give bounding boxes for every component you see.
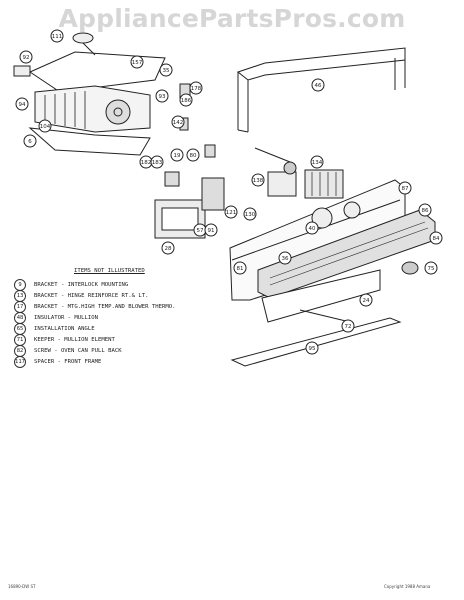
svg-text:130: 130 [245, 212, 256, 218]
svg-text:19: 19 [174, 153, 181, 159]
relay-part [201, 177, 225, 211]
callout-183: 183 [150, 155, 164, 169]
svg-text:104: 104 [40, 124, 51, 130]
svg-text:183: 183 [152, 160, 163, 166]
callout-121: 121 [224, 205, 238, 219]
svg-text:94: 94 [19, 102, 26, 108]
footer-right-text: Copyright 1988 Amana [384, 584, 431, 589]
svg-text:91: 91 [208, 228, 215, 234]
svg-text:93: 93 [159, 94, 166, 100]
knob-part [72, 32, 94, 44]
terminal-block [304, 169, 344, 199]
svg-text:84: 84 [433, 236, 440, 242]
callout-111: 111 [50, 29, 64, 43]
svg-text:28: 28 [165, 246, 172, 252]
bottom-bar [230, 317, 402, 367]
blower-wheel [105, 99, 131, 125]
callout-134: 134 [310, 155, 324, 169]
svg-text:35: 35 [163, 68, 170, 74]
svg-text:24: 24 [363, 298, 370, 304]
callout-46: 46 [311, 78, 325, 92]
svg-text:157: 157 [132, 60, 143, 66]
callout-57: 57 [193, 223, 207, 237]
svg-text:46: 46 [315, 83, 322, 89]
small-switch [164, 171, 180, 187]
svg-text:36: 36 [282, 256, 289, 262]
svg-text:142: 142 [173, 120, 184, 126]
callout-28: 28 [161, 241, 175, 255]
callout-92: 92 [19, 50, 33, 64]
callout-19: 19 [170, 148, 184, 162]
callout-40: 40 [305, 221, 319, 235]
callout-84: 84 [429, 231, 443, 245]
svg-text:178: 178 [191, 86, 202, 92]
callout-75: 75 [424, 261, 438, 275]
callout-91: 91 [204, 223, 218, 237]
svg-text:40: 40 [309, 226, 316, 232]
watermark-text: AppliancePartsPros.com [58, 4, 406, 33]
svg-text:86: 86 [422, 208, 429, 214]
thermostat [267, 171, 297, 197]
callout-6: 6 [23, 134, 37, 148]
list-heading: ITEMS NOT ILLUSTRATED [74, 268, 145, 274]
svg-text:182: 182 [141, 160, 152, 166]
svg-text:138: 138 [253, 178, 264, 184]
callout-86: 86 [418, 203, 432, 217]
callout-104: 104 [38, 119, 52, 133]
callout-186: 186 [179, 93, 193, 107]
svg-text:186: 186 [181, 98, 192, 104]
lower-panel [261, 269, 381, 323]
callout-94: 94 [15, 97, 29, 111]
svg-text:81: 81 [237, 266, 244, 272]
footer-left-text: 16890-DW ST [8, 584, 36, 589]
callout-36: 36 [278, 251, 292, 265]
svg-text:87: 87 [402, 186, 409, 192]
callout-35: 35 [159, 63, 173, 77]
callout-95: 95 [305, 341, 319, 355]
svg-text:95: 95 [309, 346, 316, 352]
svg-text:57: 57 [197, 228, 204, 234]
panel-dial [311, 207, 333, 229]
callout-157: 157 [130, 55, 144, 69]
svg-text:121: 121 [226, 210, 237, 216]
callout-72: 72 [341, 319, 355, 333]
svg-text:134: 134 [312, 160, 323, 166]
svg-text:80: 80 [190, 153, 197, 159]
callout-81: 81 [233, 261, 247, 275]
support-bar [236, 47, 406, 81]
svg-text:72: 72 [345, 324, 352, 330]
callout-80: 80 [186, 148, 200, 162]
callout-87: 87 [398, 181, 412, 195]
svg-text:75: 75 [428, 266, 435, 272]
control-knob [401, 261, 419, 275]
lower-plate [28, 127, 151, 156]
callout-138: 138 [251, 173, 265, 187]
callout-182: 182 [139, 155, 153, 169]
callout-93: 93 [155, 89, 169, 103]
blower-housing [34, 85, 151, 133]
svg-text:92: 92 [23, 55, 30, 61]
clip-part [204, 144, 216, 158]
callout-130: 130 [243, 207, 257, 221]
svg-text:6: 6 [28, 139, 32, 145]
callout-178: 178 [189, 81, 203, 95]
small-bracket [13, 65, 31, 77]
svg-text:111: 111 [52, 34, 63, 40]
callout-142: 142 [171, 115, 185, 129]
callout-24: 24 [359, 293, 373, 307]
